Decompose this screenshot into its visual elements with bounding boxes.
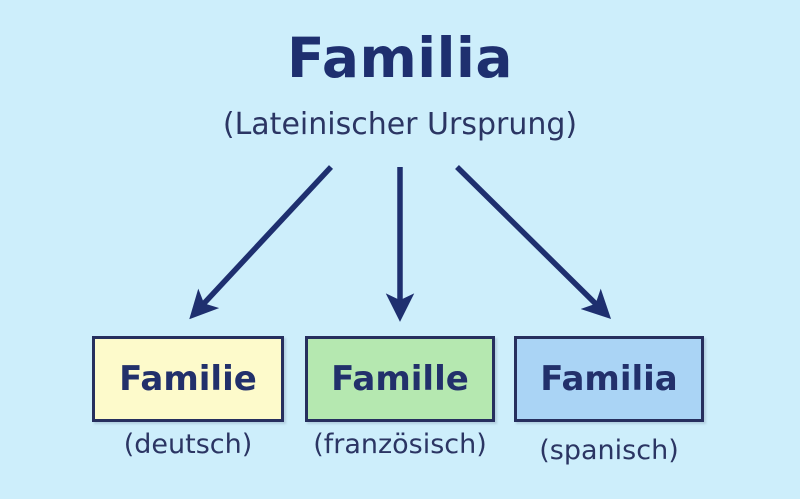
node-box-spanisch: Familia bbox=[514, 336, 704, 422]
node-language-franzoesisch: (französisch) bbox=[313, 429, 487, 460]
node-word-spanisch: Familia bbox=[540, 359, 678, 399]
root-origin-note: (Lateinischer Ursprung) bbox=[222, 107, 578, 142]
node-word-deutsch: Familie bbox=[119, 359, 257, 399]
arrow-to-deutsch bbox=[189, 165, 334, 320]
root-word: Familia bbox=[287, 26, 513, 90]
node-box-deutsch: Familie bbox=[92, 336, 284, 422]
node-word-franzoesisch: Famille bbox=[331, 359, 469, 399]
node-language-deutsch: (deutsch) bbox=[123, 429, 253, 460]
node-language-spanisch: (spanisch) bbox=[539, 435, 679, 466]
node-box-franzoesisch: Famille bbox=[305, 336, 495, 422]
arrow-to-spanisch bbox=[455, 165, 612, 319]
